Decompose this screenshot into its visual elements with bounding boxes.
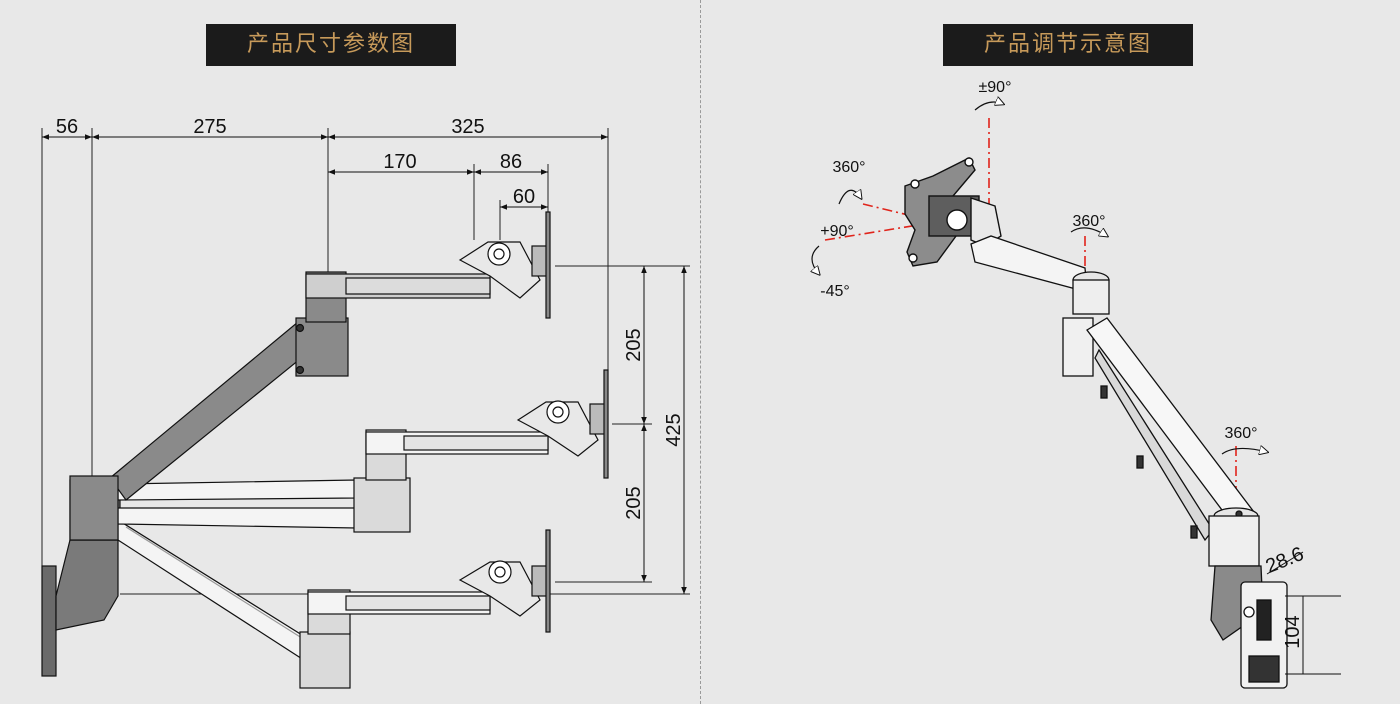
dimension-title: 产品尺寸参数图 [206, 24, 456, 66]
dim-275: 275 [193, 116, 226, 138]
label-swivel-m45: -45° [820, 283, 850, 300]
label-joint-360-mid: 360° [1072, 213, 1105, 230]
dim-104: 104 [1282, 615, 1304, 648]
rotation-axes [824, 118, 1237, 516]
label-swivel-p90: +90° [820, 223, 854, 240]
dimension-labels: 56 275 325 170 86 60 205 205 425 [56, 116, 685, 520]
dimension-drawing: 56 275 325 170 86 60 205 205 425 [41, 116, 690, 689]
arm-middle-position [117, 369, 609, 533]
panel-divider [700, 0, 701, 704]
adjustment-drawing: ±90° 360° +90° -45° 360° 360° [701, 79, 1341, 689]
label-joint-360-base: 360° [1224, 425, 1257, 442]
rotation-labels: ±90° 360° +90° -45° 360° 360° [820, 79, 1257, 442]
adjustment-title: 产品调节示意图 [943, 24, 1193, 66]
dim-170: 170 [383, 151, 416, 173]
adjustment-panel: 产品调节示意图 ±90° 360° +90° -45 [701, 0, 1400, 704]
label-head-360: 360° [832, 159, 865, 176]
vesa-head [904, 157, 1002, 267]
forearm [970, 235, 1110, 315]
rotation-arrows [812, 102, 1267, 454]
dimension-lines [42, 134, 687, 594]
dim-60: 60 [513, 186, 535, 208]
dim-28-6: 28.6 [1263, 543, 1307, 578]
arm-upper-position [69, 211, 551, 541]
label-tilt-pm90: ±90° [979, 79, 1012, 96]
dim-205-upper: 205 [623, 328, 645, 361]
dim-205-lower: 205 [623, 486, 645, 519]
dim-86: 86 [500, 151, 522, 173]
dim-425: 425 [663, 413, 685, 446]
dim-325: 325 [451, 116, 484, 138]
dimension-panel: 产品尺寸参数图 [41, 24, 690, 689]
dim-56: 56 [56, 116, 78, 138]
desk-clamp [1208, 507, 1288, 689]
base-dimension-lines [1266, 551, 1341, 675]
main-arm [1062, 317, 1258, 542]
arm-lower-position [117, 518, 551, 689]
